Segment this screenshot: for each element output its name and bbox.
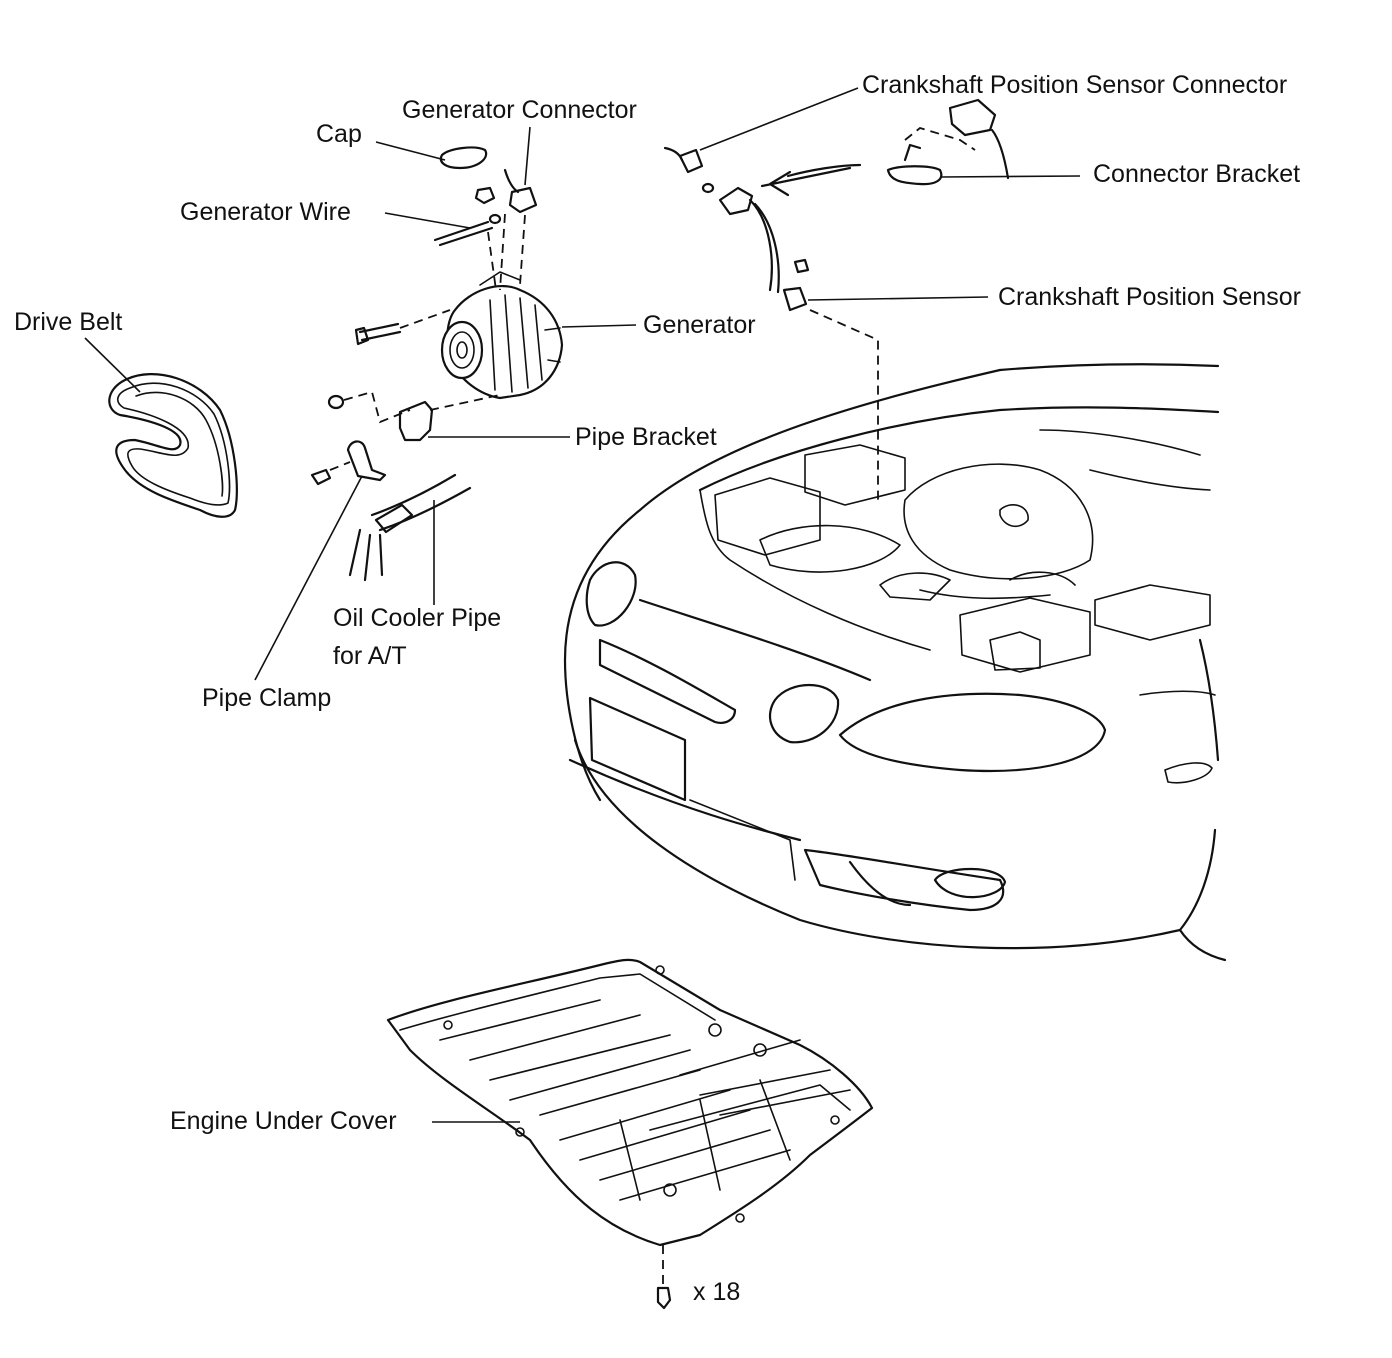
label-bolt-count: x 18 [693, 1278, 741, 1306]
label-pipe-clamp: Pipe Clamp [202, 684, 332, 712]
engine-under-cover-illustration [386, 958, 874, 1310]
label-cap: Cap [316, 120, 362, 148]
label-pipe-bracket: Pipe Bracket [575, 423, 717, 451]
label-crankshaft-position-sensor: Crankshaft Position Sensor [998, 283, 1301, 311]
label-oil-cooler-pipe-line1: Oil Cooler Pipe [333, 604, 502, 632]
generator-hardware [310, 146, 538, 582]
label-generator: Generator [643, 311, 756, 339]
label-crankshaft-position-sensor-connector: Crankshaft Position Sensor Connector [862, 71, 1288, 99]
label-oil-cooler-pipe-line2: for A/T [333, 642, 407, 670]
drive-belt-illustration [108, 373, 238, 518]
label-engine-under-cover: Engine Under Cover [170, 1107, 397, 1135]
label-generator-connector: Generator Connector [402, 96, 637, 124]
label-drive-belt: Drive Belt [14, 308, 123, 336]
generator-illustration [440, 271, 564, 400]
label-generator-wire: Generator Wire [180, 198, 351, 226]
car-front-illustration [563, 363, 1227, 962]
leader-lines [84, 87, 1081, 1123]
crankshaft-sensor-hardware [663, 98, 1010, 500]
label-connector-bracket: Connector Bracket [1093, 160, 1301, 188]
